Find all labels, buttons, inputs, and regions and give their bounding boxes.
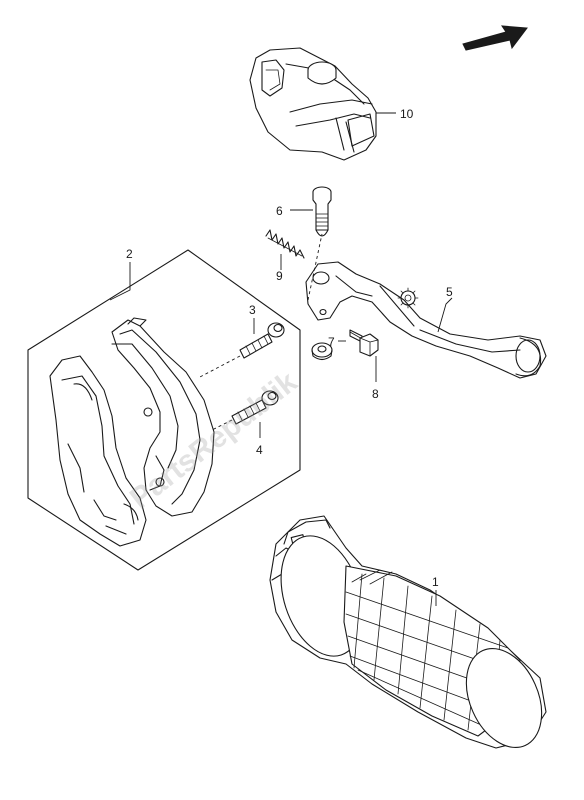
hand-grip xyxy=(269,515,547,749)
callout-bolt-short: 4 xyxy=(256,443,263,457)
callout-washer: 7 xyxy=(328,335,335,349)
washer xyxy=(311,342,333,361)
callout-cover: 10 xyxy=(400,107,414,121)
assembly-guide-lines xyxy=(197,233,323,431)
callout-nut: 8 xyxy=(372,387,379,401)
lever-nut xyxy=(349,329,379,357)
bolt-short xyxy=(231,390,279,425)
spring xyxy=(265,229,305,259)
bolt-long xyxy=(239,322,285,359)
direction-arrow-icon xyxy=(462,25,528,51)
callout-spring: 9 xyxy=(276,269,283,283)
gear-icon xyxy=(397,287,419,309)
bracket-half-right xyxy=(111,317,215,517)
pivot-pin xyxy=(312,186,332,237)
leader-lines xyxy=(109,112,453,606)
callout-bolt-long: 3 xyxy=(249,303,256,317)
callout-lever: 5 xyxy=(446,285,453,299)
callout-pivot-pin: 6 xyxy=(276,204,283,218)
lever-cover xyxy=(249,47,377,161)
callout-bracket-assembly: 2 xyxy=(126,247,133,261)
callout-grip: 1 xyxy=(432,575,439,589)
clutch-lever xyxy=(305,261,547,379)
bracket-assembly-kit xyxy=(27,249,301,571)
bracket-half-left xyxy=(49,355,147,547)
